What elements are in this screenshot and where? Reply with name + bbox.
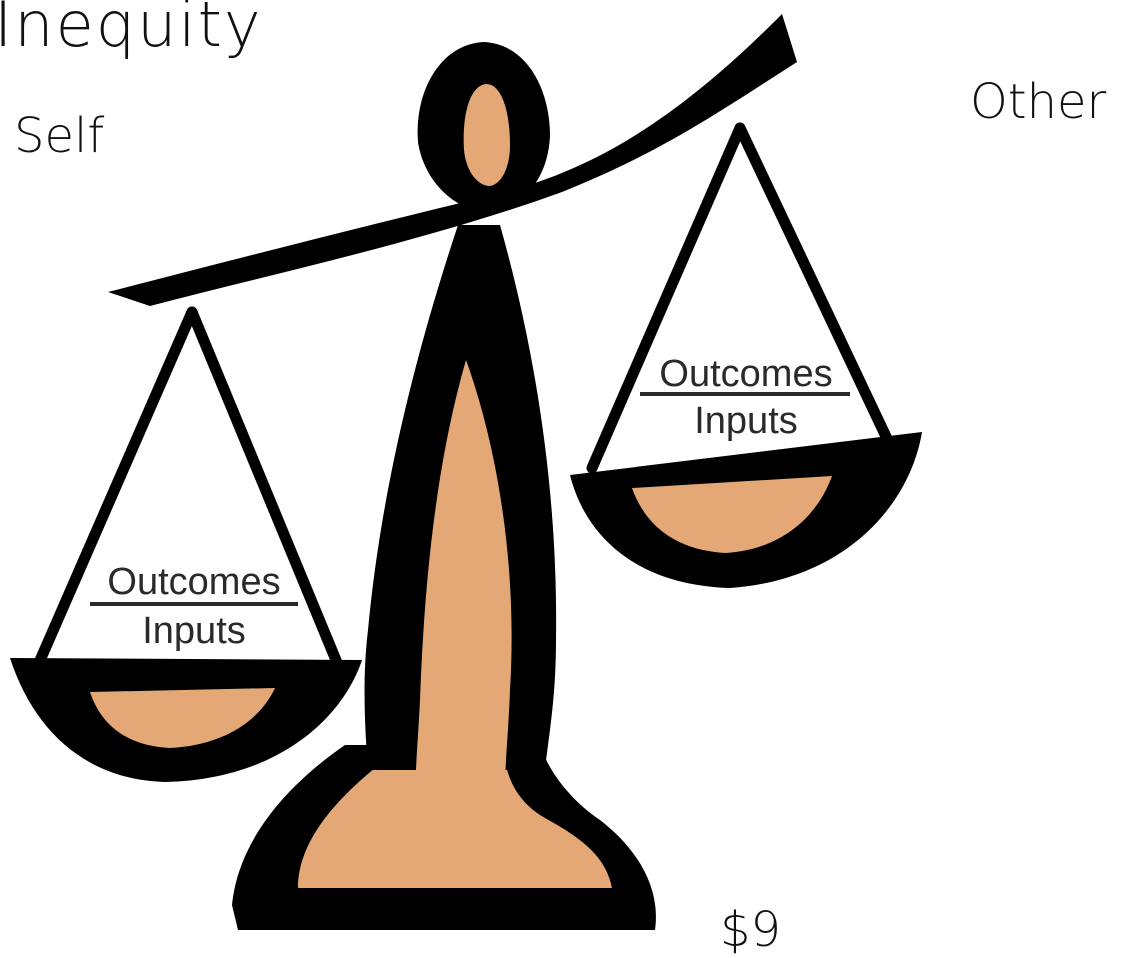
self-label: Self: [14, 108, 105, 164]
right-pan-fill: [632, 476, 832, 553]
scale-column-fill: [415, 360, 512, 795]
scale-beam: [108, 14, 797, 306]
left-pan-string-left: [32, 306, 198, 671]
right-pan-string-left: [586, 122, 746, 474]
left-pan-fill: [90, 688, 275, 748]
scale-head-fill: [463, 84, 510, 186]
left-pan-string-right: [186, 306, 344, 671]
page-number: $9: [720, 902, 782, 958]
left-pan-inputs: Inputs: [142, 610, 246, 652]
slide-title: Inequity: [0, 0, 263, 61]
scale-base-fill: [298, 765, 612, 888]
right-pan-string-right: [734, 122, 896, 451]
left-pan-outcomes: Outcomes: [107, 561, 280, 603]
other-label: Other: [970, 74, 1107, 130]
right-pan-inputs: Inputs: [694, 400, 798, 442]
right-pan-outcomes: Outcomes: [659, 353, 832, 395]
balance-scale-illustration: Outcomes Inputs Outcomes Inputs: [10, 14, 922, 930]
